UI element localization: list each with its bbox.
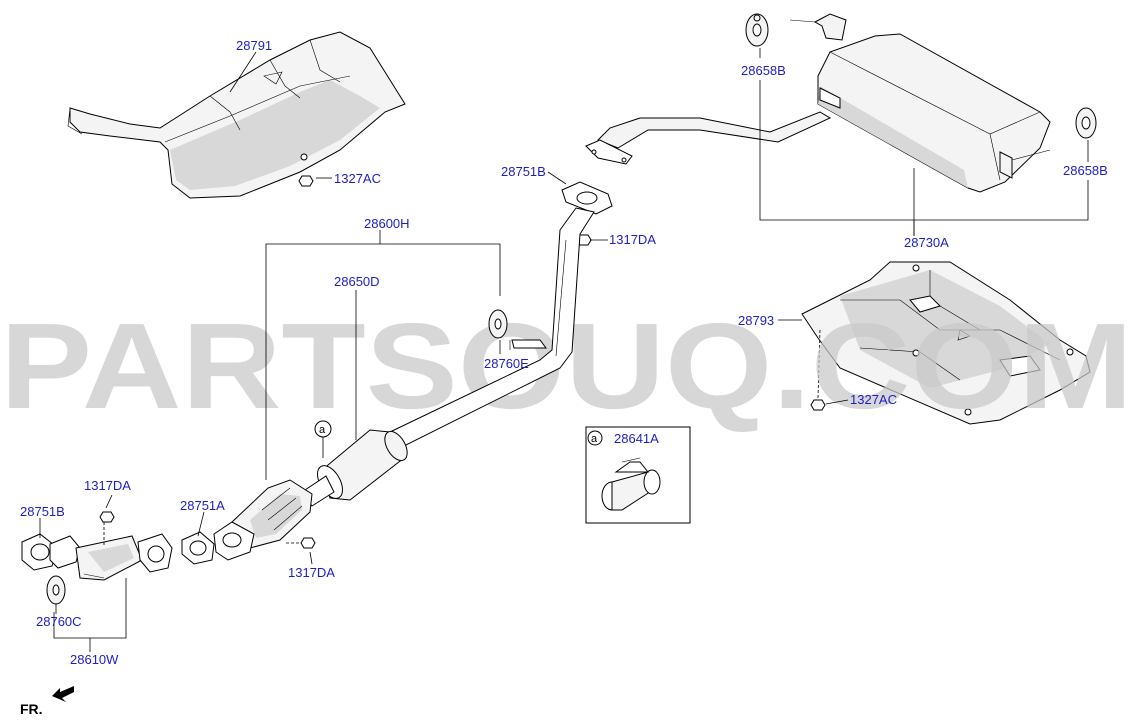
leader-lines [39, 51, 849, 614]
nut-1327AC-bot [810, 399, 826, 411]
label-28760C[interactable]: 28760C [36, 614, 82, 629]
label-28730A[interactable]: 28730A [904, 235, 949, 250]
ref-letter-a: a [319, 424, 326, 436]
front-direction-arrow-icon [52, 686, 74, 702]
heat-protector-rear[interactable] [801, 261, 1091, 425]
label-28760E[interactable]: 28760E [484, 356, 529, 371]
label-28610W[interactable]: 28610W [70, 652, 119, 667]
label-28791[interactable]: 28791 [236, 38, 272, 53]
nut-1317DA-left [99, 511, 115, 523]
label-1327AC-bot[interactable]: 1327AC [850, 392, 897, 407]
gasket-28751A[interactable] [181, 531, 215, 565]
gasket-28751B-mid[interactable] [561, 181, 613, 215]
label-28751B-mid[interactable]: 28751B [501, 164, 546, 179]
label-1327AC-top[interactable]: 1327AC [334, 171, 381, 186]
front-direction-label: FR. [20, 701, 43, 717]
rubber-hanger-right[interactable] [1075, 107, 1097, 139]
rubber-hanger-28760C[interactable] [46, 575, 66, 605]
label-28751B-left[interactable]: 28751B [20, 504, 65, 519]
label-1317DA-bot[interactable]: 1317DA [288, 565, 335, 580]
label-28650D[interactable]: 28650D [334, 274, 380, 289]
center-pipe-assembly[interactable] [213, 207, 595, 561]
nut-1317DA-bot [300, 537, 316, 549]
label-1317DA-left[interactable]: 1317DA [84, 478, 131, 493]
label-28658B-right[interactable]: 28658B [1063, 163, 1108, 178]
rear-muffler[interactable] [585, 13, 1051, 193]
label-28751A[interactable]: 28751A [180, 498, 225, 513]
front-pipe-assembly[interactable] [21, 522, 173, 581]
heat-protector-front[interactable] [67, 31, 406, 199]
label-28600H[interactable]: 28600H [364, 216, 410, 231]
label-1317DA-mid[interactable]: 1317DA [609, 232, 656, 247]
label-28641A[interactable]: 28641A [614, 431, 659, 446]
bolt-nut-icon [298, 175, 314, 187]
ref-letter-a-box: a [591, 433, 598, 445]
rubber-hanger-28760E[interactable] [488, 309, 508, 339]
label-28793[interactable]: 28793 [738, 313, 774, 328]
clamp-detail-box[interactable]: a [585, 426, 691, 524]
label-28658B-top[interactable]: 28658B [741, 63, 786, 78]
rubber-hanger-top[interactable] [745, 13, 769, 47]
